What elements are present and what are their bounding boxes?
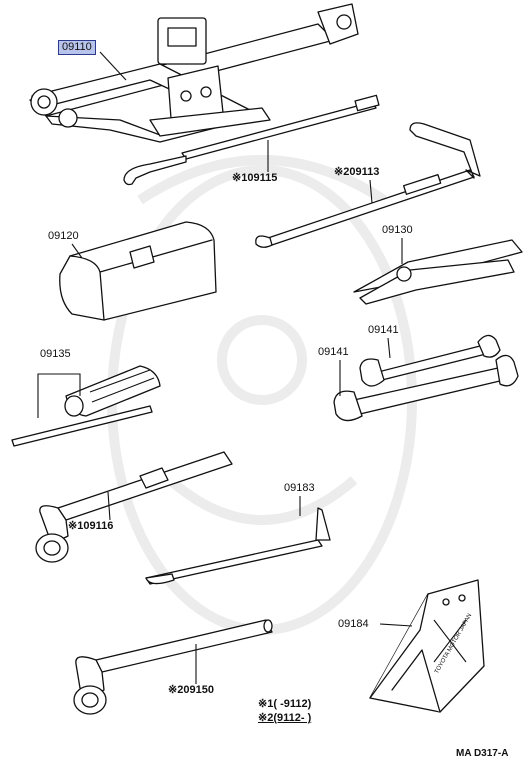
note-1-text: ( -9112) — [273, 698, 312, 710]
jack-handle-extension[interactable] — [255, 122, 481, 248]
wheel-wrench-2[interactable] — [73, 619, 273, 715]
label-jack[interactable]: 09110 — [58, 40, 96, 55]
label-tool-bag[interactable]: 09120 — [48, 230, 79, 242]
note-1: ※1( -9112) — [258, 698, 311, 711]
mark-wheel-wrench-2: ※2 — [168, 684, 184, 696]
hook-rod[interactable] — [145, 507, 331, 585]
label-wheel-wrench-2[interactable]: ※209150 — [168, 684, 214, 696]
code-jack-handle-ext: 09113 — [349, 166, 380, 178]
code-jack-handle: 09115 — [247, 172, 278, 184]
label-screwdriver[interactable]: 09135 — [40, 348, 71, 360]
leader-09120 — [71, 243, 83, 259]
note-1-mark: ※1 — [258, 698, 274, 710]
leader-09184 — [379, 623, 413, 627]
label-jack-handle[interactable]: ※109115 — [232, 172, 277, 184]
mark-jack-handle-ext: ※2 — [334, 166, 350, 178]
label-hook-rod[interactable]: 09183 — [284, 482, 315, 494]
label-wrench-large[interactable]: 09141 — [318, 346, 349, 358]
jack-handle[interactable] — [123, 94, 380, 186]
note-2-mark: ※2 — [258, 712, 274, 724]
footer-code: MA D317-A — [456, 748, 509, 759]
wrench-large[interactable] — [333, 354, 519, 422]
mark-jack-handle: ※1 — [232, 172, 248, 184]
code-wheel-wrench-2: 09150 — [183, 684, 214, 696]
pliers[interactable] — [353, 239, 523, 305]
label-pliers[interactable]: 09130 — [382, 224, 413, 236]
leader-09113 — [369, 179, 373, 204]
leader-09116 — [107, 491, 111, 521]
wrench-small[interactable] — [359, 334, 501, 387]
label-jack-handle-ext[interactable]: ※209113 — [334, 166, 379, 178]
leader-09141-small — [387, 337, 391, 359]
scissor-jack[interactable] — [29, 3, 359, 143]
code-wheel-wrench-1: 09116 — [83, 520, 114, 532]
tool-bag[interactable] — [59, 221, 217, 321]
leader-09110 — [99, 51, 127, 81]
label-jack-stand[interactable]: 09184 — [338, 618, 369, 630]
label-wheel-wrench-1[interactable]: ※109116 — [68, 520, 113, 532]
jack-stand[interactable] — [369, 579, 485, 713]
mark-wheel-wrench-1: ※1 — [68, 520, 84, 532]
leader-09135 — [37, 373, 81, 418]
note-2: ※2(9112- ) — [258, 712, 311, 725]
wheel-wrench-1[interactable] — [35, 451, 233, 563]
label-wrench-small[interactable]: 09141 — [368, 324, 399, 336]
screwdriver[interactable] — [11, 365, 161, 447]
note-2-text: (9112- ) — [273, 712, 312, 724]
